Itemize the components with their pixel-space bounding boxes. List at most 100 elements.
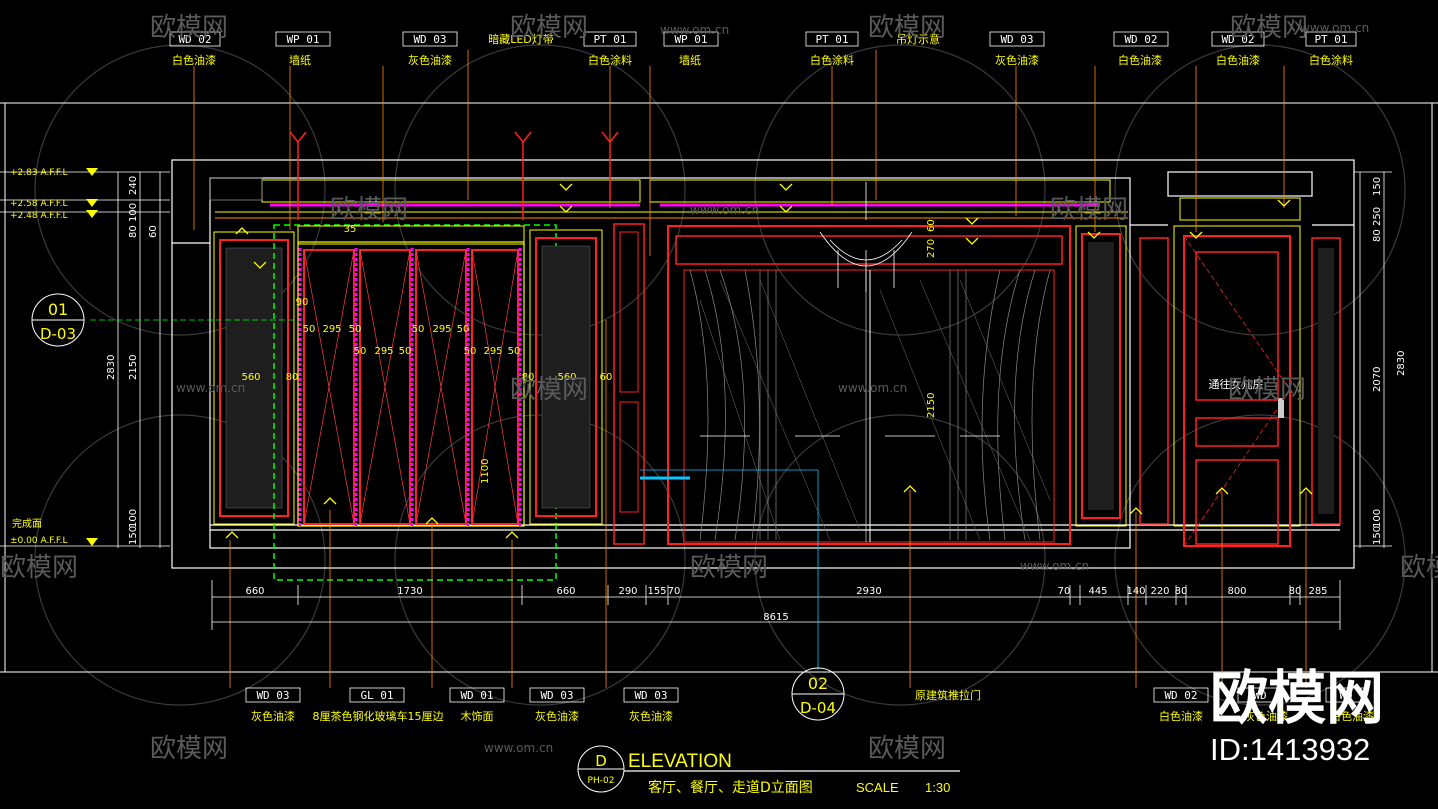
watermark: 欧模网	[868, 734, 946, 764]
tag-code: WD 01	[460, 689, 493, 702]
tag-code: WD	[1253, 689, 1266, 702]
watermark: 欧模网	[150, 734, 228, 764]
tag-top-7: PT 01 白色涂料	[805, 31, 859, 67]
callout-02: 02 D-04	[791, 667, 845, 721]
dim: 70	[668, 586, 681, 597]
dim: 60	[600, 372, 613, 383]
watermark-url: www.om.cn	[1020, 559, 1089, 573]
tag-code: PT 01	[1314, 33, 1347, 46]
watermark: 欧模网	[330, 195, 408, 225]
dim: 150	[128, 526, 139, 545]
dim: 295	[322, 324, 341, 335]
tag-code: WD 03	[256, 689, 289, 702]
tag-code: WP 01	[286, 33, 319, 46]
watermark: 欧模网	[1228, 375, 1306, 405]
dim: 250	[1372, 207, 1383, 226]
vertical-dimension-lines	[0, 171, 1392, 548]
dim: 660	[556, 586, 575, 597]
title-letter: D	[595, 752, 607, 770]
dim: 100	[128, 509, 139, 528]
dim: 240	[128, 176, 139, 195]
right-wallpaper-panels	[1075, 225, 1341, 527]
tag-code: WD 03	[1000, 33, 1033, 46]
bottom-dimensions: 660 1730 660 290 155 70 2930 70 445 140 …	[245, 586, 1327, 623]
tag-label: 白色油漆	[1159, 709, 1203, 723]
scale-label: SCALE	[856, 780, 899, 795]
dim: 35	[344, 224, 357, 235]
callout-01-top: 01	[48, 300, 68, 319]
level-2: +2.58 A.F.F.L	[10, 199, 68, 209]
tag-code: GL 01	[360, 689, 393, 702]
top-leaders	[193, 50, 1285, 256]
dim: 560	[241, 372, 260, 383]
dim: 50	[464, 346, 477, 357]
tag-label: 墙纸	[679, 53, 701, 67]
door-label: 通往女儿房	[1209, 377, 1264, 391]
tag-bottom-5: WD 03 灰色油漆	[623, 687, 679, 723]
title-subtitle: 客厅、餐厅、走道D立面图	[648, 779, 813, 796]
pilaster	[613, 223, 645, 545]
callout-01: 01 D-03	[31, 293, 85, 347]
dim: 50	[399, 346, 412, 357]
dim: 2070	[1372, 367, 1383, 392]
dim: 150	[1372, 526, 1383, 545]
watermark: 欧模网	[0, 553, 78, 583]
tag-bottom-8: WD 灰色油漆	[1237, 687, 1288, 723]
tag-label: 灰色油漆	[251, 709, 295, 723]
callout-lines	[90, 319, 819, 670]
section-marks	[289, 131, 619, 220]
watermark: 欧模网	[690, 553, 768, 583]
ceiling-molding	[209, 177, 1301, 221]
tag-top-3: WD 03 灰色油漆	[402, 31, 458, 67]
tag-bottom-6: 原建筑推拉门	[915, 688, 981, 702]
level-markers: +2.83 A.F.F.L +2.58 A.F.F.L +2.48 A.F.F.…	[10, 168, 98, 546]
scale-value: 1:30	[925, 780, 950, 795]
tag-label: 灰色油漆	[995, 53, 1039, 67]
watermark: 欧模网	[1050, 195, 1128, 225]
tag-label: 白色涂料	[588, 53, 632, 67]
dim: 2150	[926, 393, 937, 418]
dim: 140	[1126, 586, 1145, 597]
watermark: 欧模网	[1230, 13, 1308, 43]
dim: 1100	[480, 459, 491, 484]
level-1: +2.83 A.F.F.L	[10, 168, 68, 178]
tag-label: 灰色油漆	[1244, 709, 1288, 723]
tag-code: WD 03	[413, 33, 446, 46]
watermark-url: www.om.cn	[484, 741, 553, 755]
brand-logo-text: 欧模网	[1210, 664, 1384, 732]
dim: 80	[1289, 586, 1302, 597]
tag-code: PT 01	[815, 33, 848, 46]
title-heading: ELEVATION	[628, 751, 732, 772]
dim: 100	[128, 203, 139, 222]
tag-bottom-9: WD 白色油漆	[1325, 687, 1374, 723]
dim: 50	[457, 324, 470, 335]
bottom-tags: WD 03 灰色油漆 GL 01 8厘茶色钢化玻璃车15厘边 WD 01 木饰面…	[245, 687, 1374, 723]
watermark-url: www.om.cn	[690, 203, 759, 217]
level-5: ±0.00 A.F.F.L	[10, 536, 68, 546]
tag-top-6: WP 01 墙纸	[663, 31, 719, 67]
tag-label: 灰色油漆	[408, 53, 452, 67]
level-3: +2.48 A.F.F.L	[10, 211, 68, 221]
left-wallpaper-panel	[213, 231, 295, 525]
watermark-url: www.om.cn	[660, 23, 729, 37]
tag-bottom-3: WD 01 木饰面	[449, 687, 505, 723]
dim: 295	[432, 324, 451, 335]
dim: 60	[926, 219, 937, 232]
bottom-dimension-lines	[211, 580, 1341, 630]
tag-bottom-7: WD 02 白色油漆	[1153, 687, 1209, 723]
dim: 2830	[106, 355, 117, 380]
tag-top-1: WD 02 白色油漆	[169, 31, 221, 67]
tag-label: 灰色油漆	[535, 709, 579, 723]
tag-top-11: WD 02 白色油漆	[1211, 31, 1265, 67]
callout-02-bottom: D-04	[800, 699, 836, 717]
callout-02-top: 02	[808, 674, 828, 693]
title-block: D PH-02 ELEVATION 客厅、餐厅、走道D立面图 SCALE 1:3…	[577, 745, 960, 796]
tag-label: 白色油漆	[1216, 53, 1260, 67]
dim: 2930	[856, 586, 881, 597]
tag-code: WD 02	[178, 33, 211, 46]
dim: 90	[296, 297, 309, 308]
watermark: 欧模网	[150, 13, 228, 43]
dim: 155	[647, 586, 666, 597]
dim: 100	[1372, 509, 1383, 528]
door-to-daughter-room	[1173, 225, 1301, 547]
